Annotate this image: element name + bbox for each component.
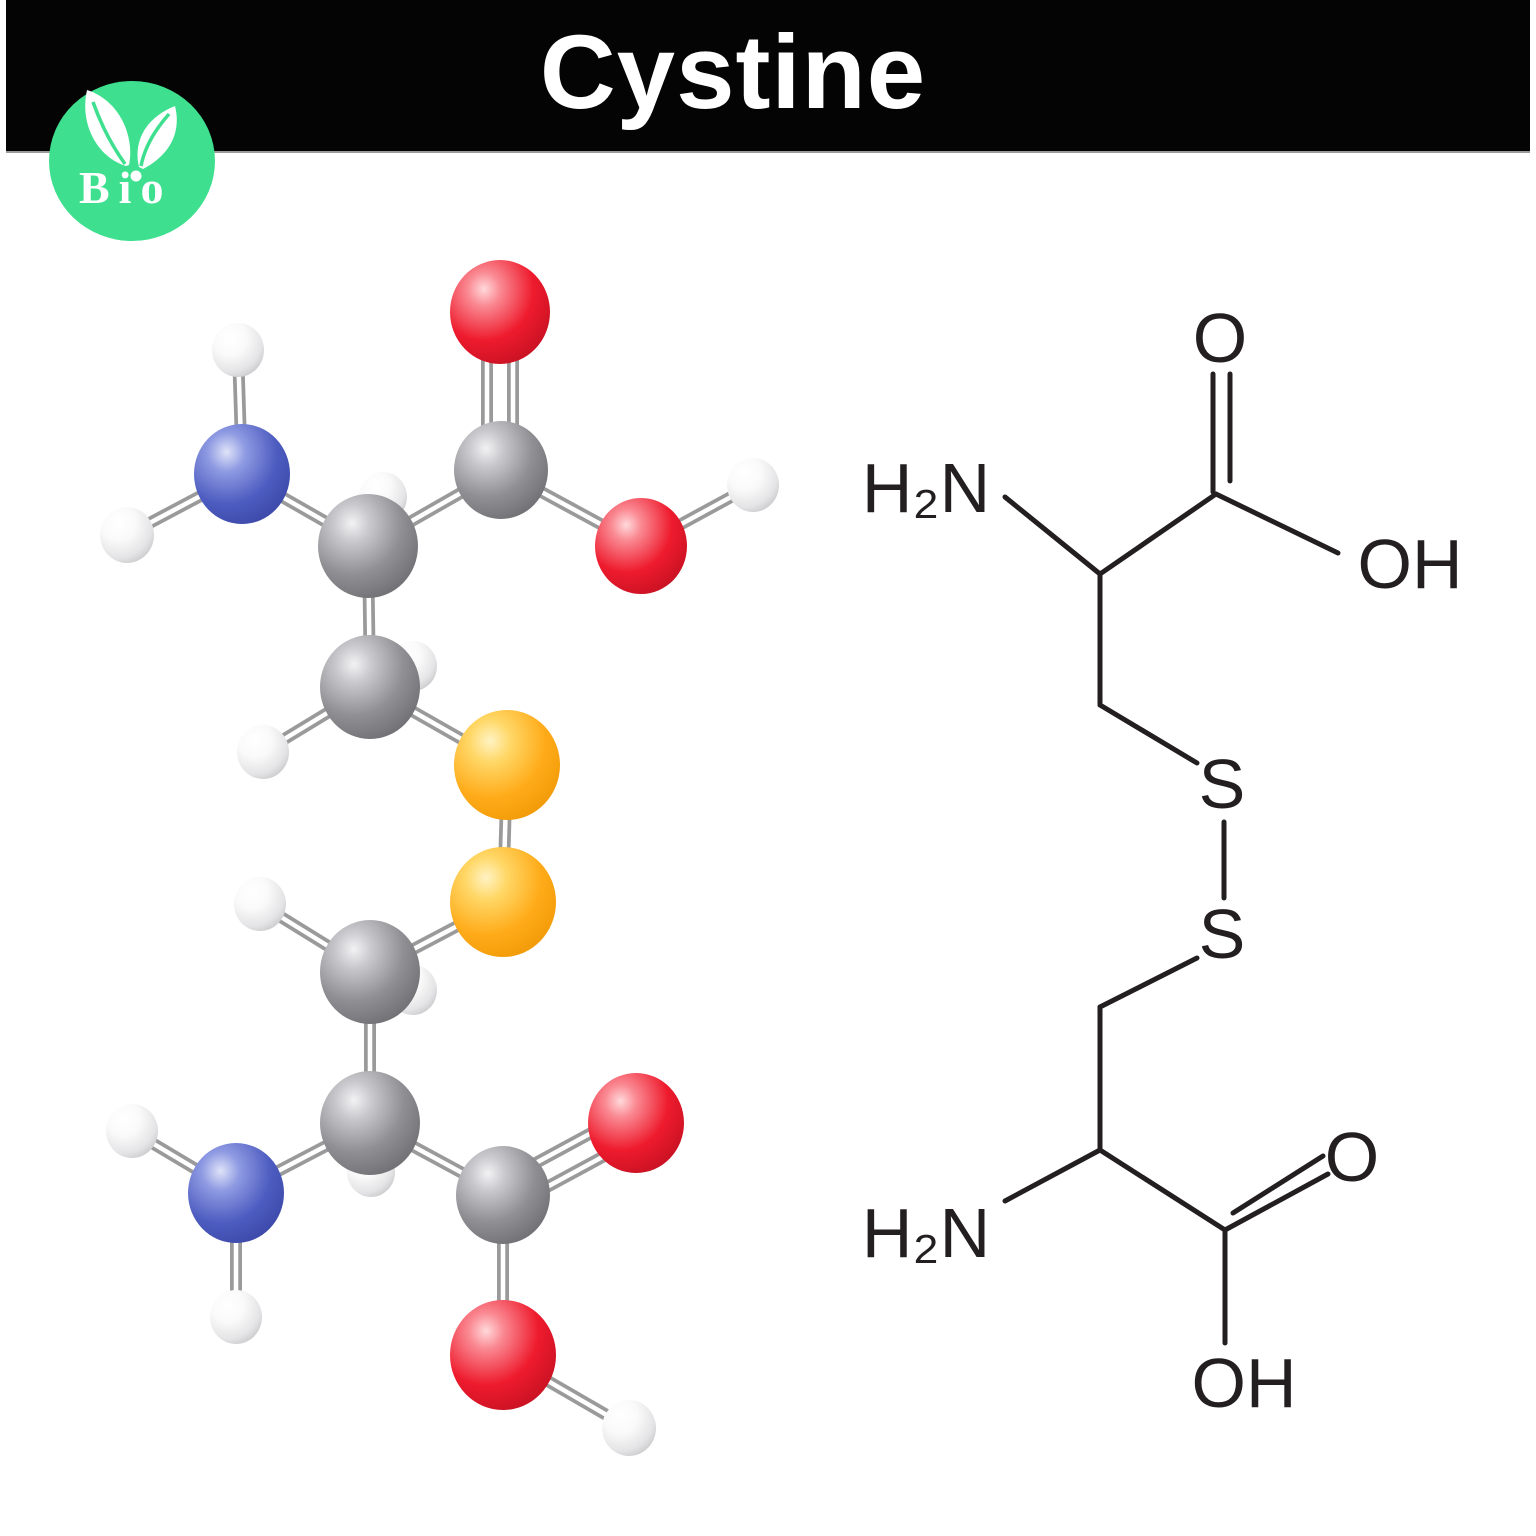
leaf-right-icon: [137, 106, 177, 169]
leaf-left-vein: [91, 101, 127, 166]
atom-hydroxyl-hydrogen-2: [602, 1400, 656, 1456]
formula-hydroxyl-label-1: OH: [1358, 525, 1463, 603]
atom-ch2-hydrogen-1: [237, 725, 289, 779]
atom-amine-nitrogen-2: [188, 1143, 284, 1243]
atom-carbonyl-oxygen-1: [450, 260, 550, 364]
atom-amine-hydrogen-2b: [210, 1290, 262, 1344]
formula-bond: [1213, 491, 1341, 556]
formula-bond: [1097, 491, 1219, 577]
atom-amine-hydrogen-2a: [106, 1104, 158, 1158]
atom-ch2-hydrogen-2: [234, 877, 286, 931]
atom-amine-hydrogen-1b: [100, 507, 154, 563]
title-bar: Cystine: [6, 0, 1530, 153]
formula-sulfur-label-2: S: [1199, 895, 1246, 973]
atom-ch2-carbon-1: [320, 635, 420, 739]
formula-carbonyl-oxygen-label-1: O: [1193, 299, 1247, 377]
atom-ch2-carbon-2: [320, 920, 420, 1024]
formula-bond: [1002, 494, 1103, 577]
leaf-right-vein: [139, 112, 171, 167]
formula-bond: [1097, 702, 1200, 766]
atom-carbonyl-oxygen-2: [588, 1073, 684, 1173]
formula-bond: [1097, 955, 1200, 1010]
formula-sulfur-label-1: S: [1199, 745, 1246, 823]
atom-alpha-carbon-2: [320, 1071, 420, 1175]
formula-amine-group-label-2: H₂N: [862, 1194, 990, 1272]
atom-alpha-carbon-1: [318, 494, 418, 598]
formula-bond: [1002, 1147, 1103, 1204]
formula-amine-group-label-1: H₂N: [862, 449, 990, 527]
logo-dot: [130, 170, 142, 182]
formula-bond: [1097, 1147, 1228, 1233]
atom-carboxyl-carbon-2: [456, 1146, 550, 1244]
atom-carboxyl-carbon-1: [454, 421, 548, 519]
atom-sulfur-1: [454, 710, 560, 820]
atom-sulfur-2: [450, 847, 556, 957]
atom-amine-nitrogen-1: [194, 424, 290, 524]
bio-logo: Bio: [47, 80, 217, 244]
logo-text: Bio: [79, 162, 172, 213]
formula-carbonyl-oxygen-label-2: O: [1325, 1118, 1379, 1196]
atom-amine-hydrogen-1a: [212, 323, 264, 377]
atom-hydroxyl-hydrogen-1: [727, 458, 779, 512]
atom-hydroxyl-oxygen-1: [595, 498, 687, 594]
formula-bond: [1222, 1171, 1331, 1233]
formula-hydroxyl-label-2: OH: [1192, 1344, 1297, 1422]
atom-hydroxyl-oxygen-2: [450, 1300, 556, 1410]
formula-bond: [1230, 1153, 1326, 1216]
page-title: Cystine: [539, 14, 927, 131]
